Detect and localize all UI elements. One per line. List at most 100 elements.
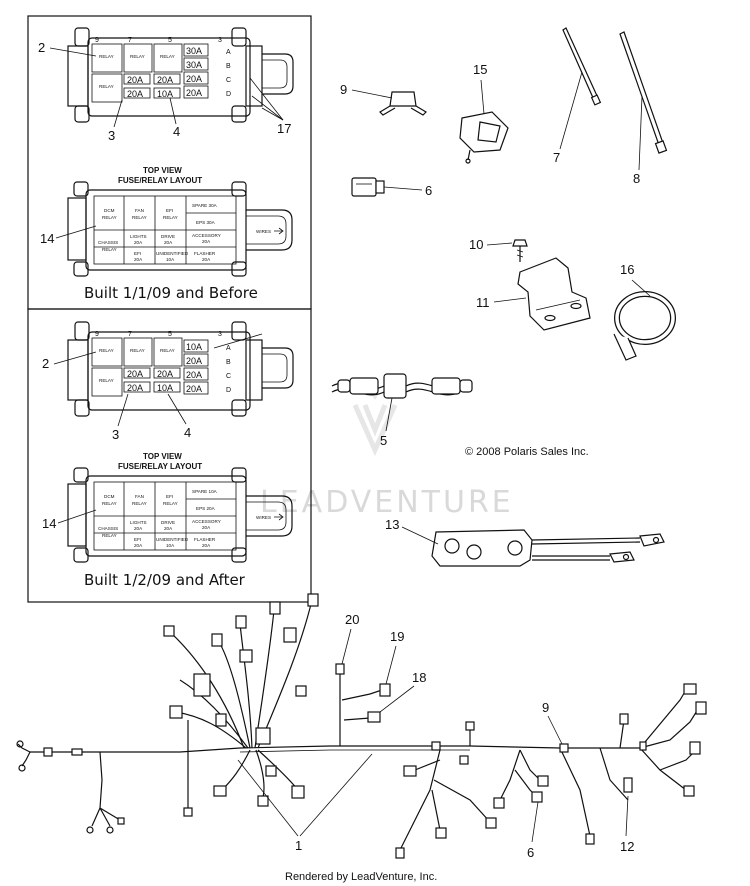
layout-side: EPS 30A [196,220,216,225]
fuse-label: 20A [157,75,173,85]
row-letter: B [226,63,231,70]
fuse-label: 30A [186,60,202,70]
layout-cell: DCM [104,208,115,213]
part-5-fuse-holder [331,373,473,399]
fuse-layout-after: DCM RELAY FAN RELAY EFI RELAY CHASSIS RE… [67,467,293,563]
layout-cell: EFI [134,537,141,542]
fuse-label: 10A [186,342,202,352]
fuse-label: 20A [127,369,143,379]
layout-cell: 20A [134,257,143,262]
layout-cell: DRIVE [161,234,175,239]
part-9-diode [379,91,427,116]
callout-3: 3 [112,427,119,442]
layout-cell: CHASSIS [98,240,118,245]
callout-5: 5 [380,433,387,448]
fuse-label: 20A [186,74,202,84]
callout-2: 2 [38,40,45,55]
fuse-label: 20A [127,75,143,85]
panel-built-before: RELAY RELAY RELAY RELAY 30A 30A 20A 20A … [27,15,312,310]
row-letter: A [226,49,231,56]
layout-side: 20A [202,257,211,262]
layout-cell: 10A [166,543,175,548]
layout-subtitle: FUSE/RELAY LAYOUT [118,462,202,471]
layout-side: SPARE 10A [192,489,218,494]
wires-label: WIRES [256,229,271,234]
callout-3: 3 [108,128,115,143]
slot-number: 9 [95,37,99,44]
fuse-label: 20A [186,356,202,366]
relay-label: RELAY [160,54,175,59]
relay-label: RELAY [99,84,114,89]
fuse-box-before: RELAY RELAY RELAY RELAY 30A 30A 20A 20A … [67,27,294,123]
row-letter: A [226,345,231,352]
layout-cell: 20A [164,240,173,245]
fuse-box-after: RELAY RELAY RELAY RELAY 10A 20A 20A 20A … [67,321,294,417]
layout-side: FLASHER [194,537,216,542]
layout-title: TOP VIEW [143,452,182,461]
relay-label: RELAY [160,348,175,353]
callout-7: 7 [553,150,560,165]
callout-13: 13 [385,517,399,532]
row-letter: D [226,387,231,394]
part-8-cable-tie [619,31,668,154]
fuse-label: 20A [157,369,173,379]
layout-subtitle: FUSE/RELAY LAYOUT [118,176,202,185]
layout-cell: EFI [134,251,141,256]
footer-credit: Rendered by LeadVenture, Inc. [285,871,437,883]
callout-2: 2 [42,356,49,371]
part-6-connector [351,177,385,197]
callout-16: 16 [620,262,634,277]
caption-built-after: Built 1/2/09 and After [84,571,246,589]
fuse-layout-before: DCM RELAY FAN RELAY EFI RELAY CHASSIS RE… [67,181,293,277]
row-letter: C [226,77,231,84]
row-letter: C [226,373,231,380]
layout-cell: EFI [166,494,173,499]
callout-15: 15 [473,62,487,77]
callout-20: 20 [345,612,359,627]
callout-1: 1 [295,838,302,853]
layout-side: ACCESSORY [192,233,221,238]
copyright: © 2008 Polaris Sales Inc. [465,446,589,458]
layout-cell: RELAY [102,215,117,220]
fuse-label: 20A [186,384,202,394]
callout-19: 19 [390,629,404,644]
layout-cell: RELAY [163,501,178,506]
layout-cell: LIGHTS [130,234,147,239]
fuse-label: 30A [186,46,202,56]
layout-cell: DRIVE [161,520,175,525]
slot-number: 3 [218,37,222,44]
layout-side: 20A [202,543,211,548]
callout-11: 11 [476,295,490,310]
layout-cell: 20A [134,526,143,531]
slot-number: 5 [168,331,172,338]
wires-label: WIRES [256,515,271,520]
callout-14: 14 [42,516,56,531]
callout-9: 9 [542,700,549,715]
relay-label: RELAY [130,54,145,59]
layout-side: SPARE 30A [192,203,218,208]
callout-4: 4 [173,124,180,139]
layout-cell: RELAY [132,501,147,506]
layout-cell: RELAY [102,501,117,506]
callout-10: 10 [469,237,483,252]
part-7-cable-tie [562,27,602,106]
part-13-ground-strap [431,529,665,567]
layout-title: TOP VIEW [143,166,182,175]
fuse-label: 20A [186,88,202,98]
callout-6: 6 [527,845,534,860]
layout-cell: RELAY [163,215,178,220]
callout-12: 12 [620,839,634,854]
watermark-text: LEADVENTURE [260,485,514,520]
layout-cell: EFI [166,208,173,213]
layout-cell: CHASSIS [98,526,118,531]
layout-side: 20A [202,239,211,244]
layout-cell: FAN [135,208,144,213]
layout-cell: 20A [134,240,143,245]
panel-built-after: RELAY RELAY RELAY RELAY 10A 20A 20A 20A … [27,308,312,603]
part-16-clamp [613,291,676,361]
relay-label: RELAY [99,348,114,353]
slot-number: 7 [128,37,132,44]
fuse-label: 10A [157,89,173,99]
relay-label: RELAY [99,378,114,383]
